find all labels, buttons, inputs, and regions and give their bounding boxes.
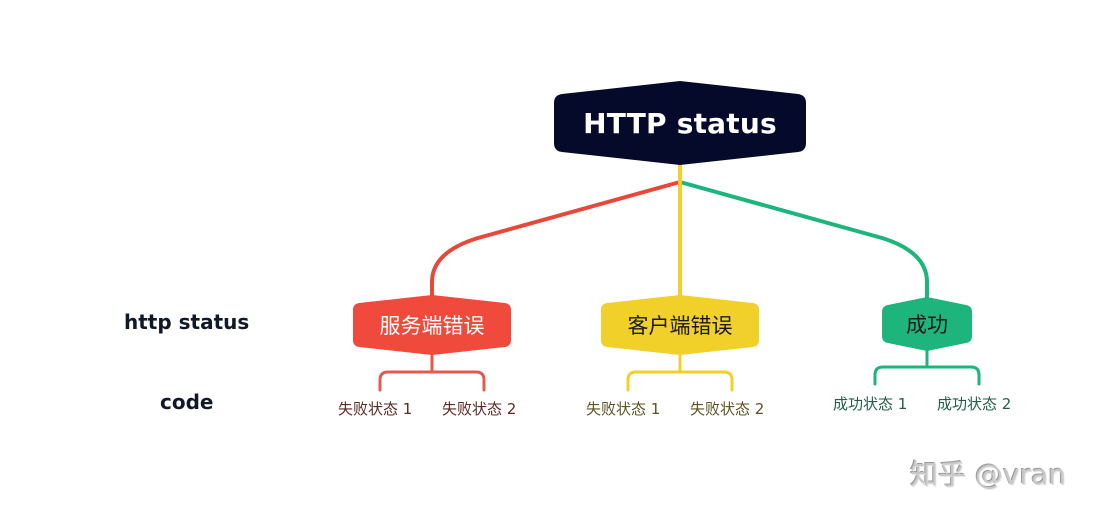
leaf-server-error-1[interactable]: 失败状态 1 [338, 400, 413, 418]
branch-node-label: 成功 [906, 313, 948, 337]
branch-node-label: 客户端错误 [627, 314, 733, 338]
hexagon-shape [601, 295, 759, 355]
branch-node-client-error[interactable]: 客户端错误 [601, 295, 759, 355]
leaf-client-error-2[interactable]: 失败状态 2 [690, 400, 765, 418]
leaf-client-error-1[interactable]: 失败状态 1 [586, 400, 661, 418]
leaf-success-1[interactable]: 成功状态 1 [833, 395, 908, 413]
branch-node-server-error[interactable]: 服务端错误 [353, 295, 511, 355]
leaf-success-2[interactable]: 成功状态 2 [937, 395, 1012, 413]
branch-node-label: 服务端错误 [379, 314, 485, 338]
watermark: 知乎 @vran [910, 458, 1066, 491]
root-node-label: HTTP status [583, 106, 777, 140]
root-node-http-status[interactable]: HTTP status [554, 81, 806, 165]
hexagon-shape [554, 81, 806, 165]
hexagon-shape [882, 297, 972, 351]
row-label-http-status: http status [124, 310, 250, 334]
branch-node-success[interactable]: 成功 [882, 297, 972, 351]
hexagon-shape [353, 295, 511, 355]
row-label-code: code [160, 390, 214, 414]
leaf-server-error-2[interactable]: 失败状态 2 [442, 400, 517, 418]
